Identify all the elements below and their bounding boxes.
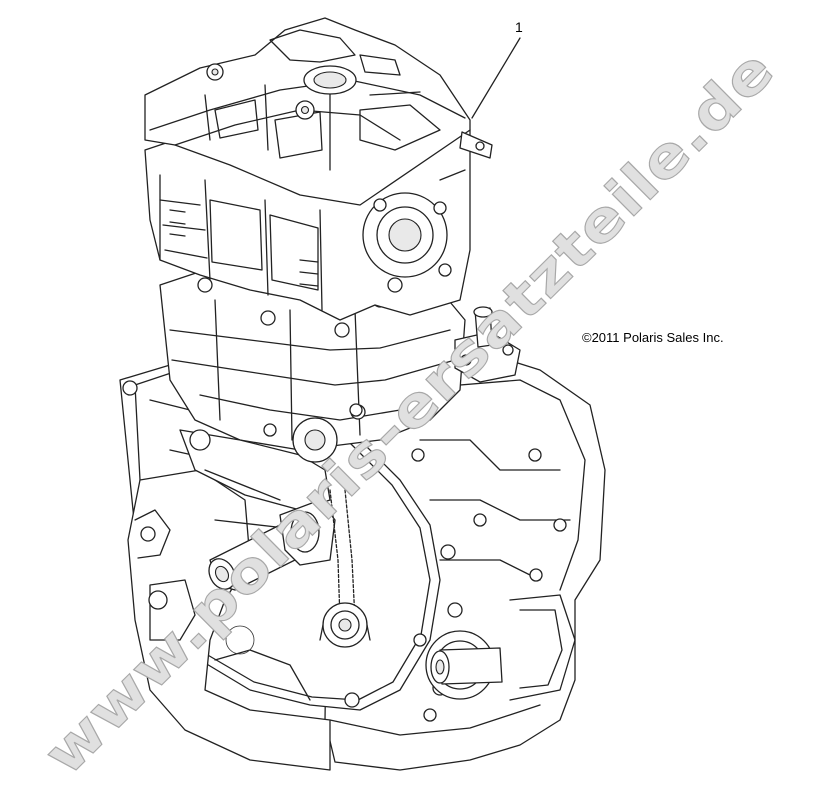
engine-assembly: [119, 17, 606, 771]
misc-bolts: [349, 403, 567, 582]
copyright-notice: ©2011 Polaris Sales Inc.: [582, 330, 724, 345]
crank-arm: [179, 417, 338, 529]
valve-cover: [144, 17, 493, 206]
cylinder-block: [159, 269, 466, 451]
coolant-fitting: [454, 306, 521, 383]
cam-chain: [319, 489, 371, 648]
crankshaft-stub: [208, 499, 336, 591]
part-callout: 1: [471, 19, 523, 119]
callout-number: 1: [515, 19, 523, 35]
crankcase-lower: [127, 469, 331, 771]
output-flange: [425, 630, 503, 700]
